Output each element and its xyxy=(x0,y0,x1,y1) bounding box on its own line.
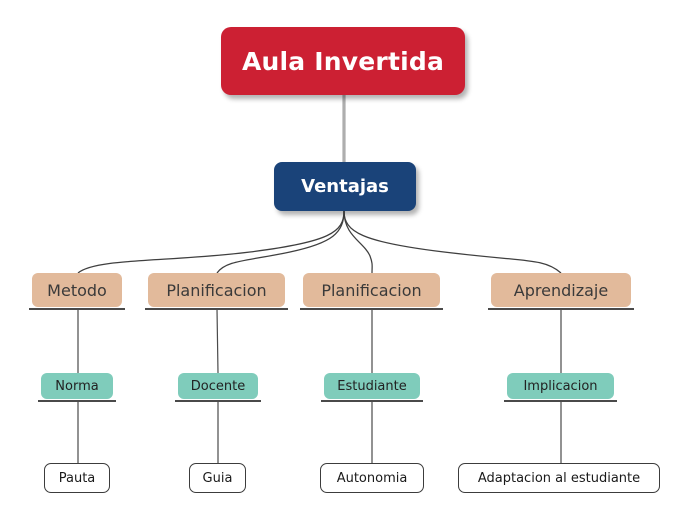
node-level4-norma[interactable]: Norma xyxy=(41,373,113,399)
underline-implicacion xyxy=(504,400,617,402)
node-level4-estudiante[interactable]: Estudiante xyxy=(324,373,420,399)
underline-docente xyxy=(175,400,261,402)
edge-ventajas-to-metodo xyxy=(77,210,345,274)
underline-aprendizaje xyxy=(488,308,634,310)
edge-ventajas-to-planificacion-2 xyxy=(343,210,373,274)
node-level5-guia[interactable]: Guia xyxy=(189,463,246,493)
node-level3-metodo[interactable]: Metodo xyxy=(32,273,122,307)
edge-ventajas-to-aprendizaje xyxy=(343,210,562,274)
node-level5-pauta[interactable]: Pauta xyxy=(44,463,110,493)
node-branch-ventajas[interactable]: Ventajas xyxy=(274,162,416,211)
edge-ventajas-to-planificacion-1 xyxy=(216,210,345,274)
node-level5-adaptacion-al-estudiante[interactable]: Adaptacion al estudiante xyxy=(458,463,660,493)
underline-planificacion-1 xyxy=(145,308,288,310)
node-level4-implicacion[interactable]: Implicacion xyxy=(507,373,614,399)
node-level5-autonomia[interactable]: Autonomia xyxy=(320,463,424,493)
underline-metodo xyxy=(29,308,125,310)
underline-norma xyxy=(38,400,116,402)
node-root-aula-invertida[interactable]: Aula Invertida xyxy=(221,27,465,95)
node-level3-planificacion-1[interactable]: Planificacion xyxy=(148,273,285,307)
underline-estudiante xyxy=(321,400,423,402)
node-level4-docente[interactable]: Docente xyxy=(178,373,258,399)
node-level3-planificacion-2[interactable]: Planificacion xyxy=(303,273,440,307)
edge-planificacion-1-to-docente xyxy=(216,308,219,374)
underline-planificacion-2 xyxy=(300,308,443,310)
node-level3-aprendizaje[interactable]: Aprendizaje xyxy=(491,273,631,307)
